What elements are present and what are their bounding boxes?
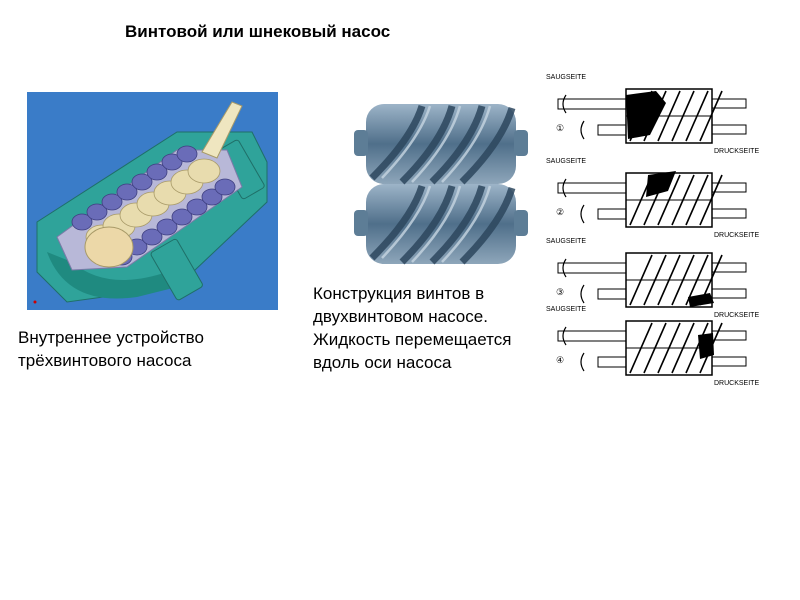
stage-number: ③	[556, 287, 564, 297]
pressure-side-label: DRUCKSEITE	[714, 380, 759, 385]
suction-side-label: SAUGSEITE	[546, 158, 586, 165]
caption-line: Конструкция винтов в	[313, 284, 485, 303]
stage-number: ②	[556, 207, 564, 217]
caption-line: двухвинтовом насосе.	[313, 307, 488, 326]
stage-2: SAUGSEITE ② DRUCKSEITE	[546, 158, 759, 239]
three-screw-pump-cutaway-image	[27, 92, 278, 310]
pump-stages-diagram: SAUGSEITE ① DRUCKSEITE SAUGSEITE ② DRUCKSEITE…	[546, 74, 759, 385]
fluid-region	[646, 171, 676, 197]
three-screw-caption: Внутреннее устройство трёхвинтового насо…	[18, 326, 204, 372]
caption-line: Внутреннее устройство	[18, 328, 204, 347]
twin-screw-caption: Конструкция винтов в двухвинтовом насосе…	[313, 282, 528, 374]
caption-line: вдоль оси насоса	[313, 353, 452, 372]
suction-side-label: SAUGSEITE	[546, 74, 586, 81]
stage-4: SAUGSEITE ④ DRUCKSEITE	[546, 306, 759, 385]
pressure-side-label: DRUCKSEITE	[714, 232, 759, 239]
twin-screw-rotors-image	[352, 98, 530, 270]
slide-title: Винтовой или шнековый насос	[125, 22, 391, 41]
pressure-side-label: DRUCKSEITE	[714, 148, 759, 155]
stage-3: SAUGSEITE ③ DRUCKSEITE	[546, 238, 759, 319]
stage-1: SAUGSEITE ① DRUCKSEITE	[546, 74, 759, 155]
stage-number: ①	[556, 123, 564, 133]
suction-side-label: SAUGSEITE	[546, 306, 586, 313]
fluid-region	[688, 293, 714, 307]
caption-line: трёхвинтового насоса	[18, 351, 192, 370]
pressure-side-label: DRUCKSEITE	[714, 312, 759, 319]
fluid-region	[698, 333, 714, 359]
stage-number: ④	[556, 355, 564, 365]
suction-side-label: SAUGSEITE	[546, 238, 586, 245]
caption-line: Жидкость перемещается	[313, 330, 512, 349]
